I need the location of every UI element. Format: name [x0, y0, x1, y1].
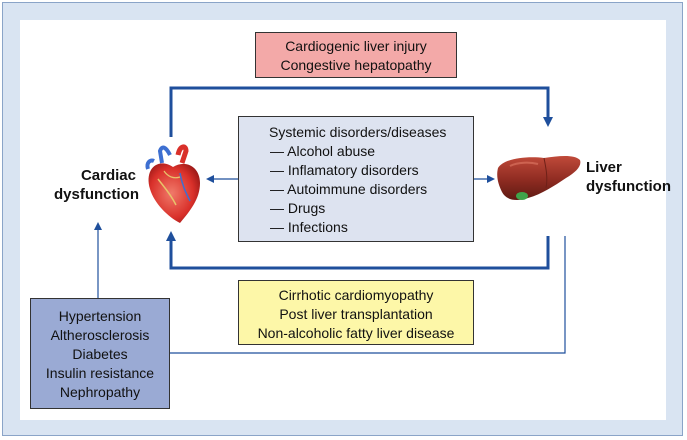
risk-factor: Altherosclerosis: [50, 327, 150, 343]
systemic-item: — Alcohol abuse: [270, 143, 376, 159]
arrow-heart-to-liver: [169, 86, 553, 137]
risk-factors-box: Hypertension Altherosclerosis Diabetes I…: [30, 298, 170, 409]
line-risk-to-liver: [170, 236, 566, 354]
risk-factor: Nephropathy: [59, 384, 141, 400]
hepatic-cause-line: Cirrhotic cardiomyopathy: [278, 287, 434, 303]
cardiogenic-line-2: Congestive hepatopathy: [280, 57, 432, 73]
cardiac-label-line: dysfunction: [54, 186, 139, 203]
systemic-item: — Infections: [270, 219, 348, 235]
risk-factor: Diabetes: [72, 346, 128, 362]
systemic-box: Systemic disorders/diseases — Alcohol ab…: [238, 116, 474, 242]
cardiac-dysfunction-label: Cardiac dysfunction: [54, 166, 139, 204]
hepatic-causes-box: Cirrhotic cardiomyopathy Post liver tran…: [238, 280, 474, 345]
cardiogenic-line-1: Cardiogenic liver injury: [285, 38, 427, 54]
risk-factor: Hypertension: [58, 308, 142, 324]
liver-label-line: Liver: [586, 159, 622, 176]
systemic-item: — Inflamatory disorders: [270, 162, 419, 178]
systemic-item: — Autoimmune disorders: [270, 181, 428, 197]
liver-icon: [494, 150, 584, 206]
heart-icon: [140, 143, 206, 225]
liver-label-line: dysfunction: [586, 178, 671, 195]
risk-factor: Insulin resistance: [45, 365, 155, 381]
hepatic-cause-line: Post liver transplantation: [279, 306, 433, 322]
systemic-title: Systemic disorders/diseases: [269, 124, 447, 140]
hepatic-cause-line: Non-alcoholic fatty liver disease: [257, 325, 455, 341]
arrow-liver-to-heart: [166, 231, 550, 270]
liver-dysfunction-label: Liver dysfunction: [586, 158, 676, 196]
cardiac-label-line: Cardiac: [80, 167, 136, 184]
systemic-item: — Drugs: [270, 200, 326, 216]
cardiogenic-box: Cardiogenic liver injury Congestive hepa…: [255, 32, 457, 78]
